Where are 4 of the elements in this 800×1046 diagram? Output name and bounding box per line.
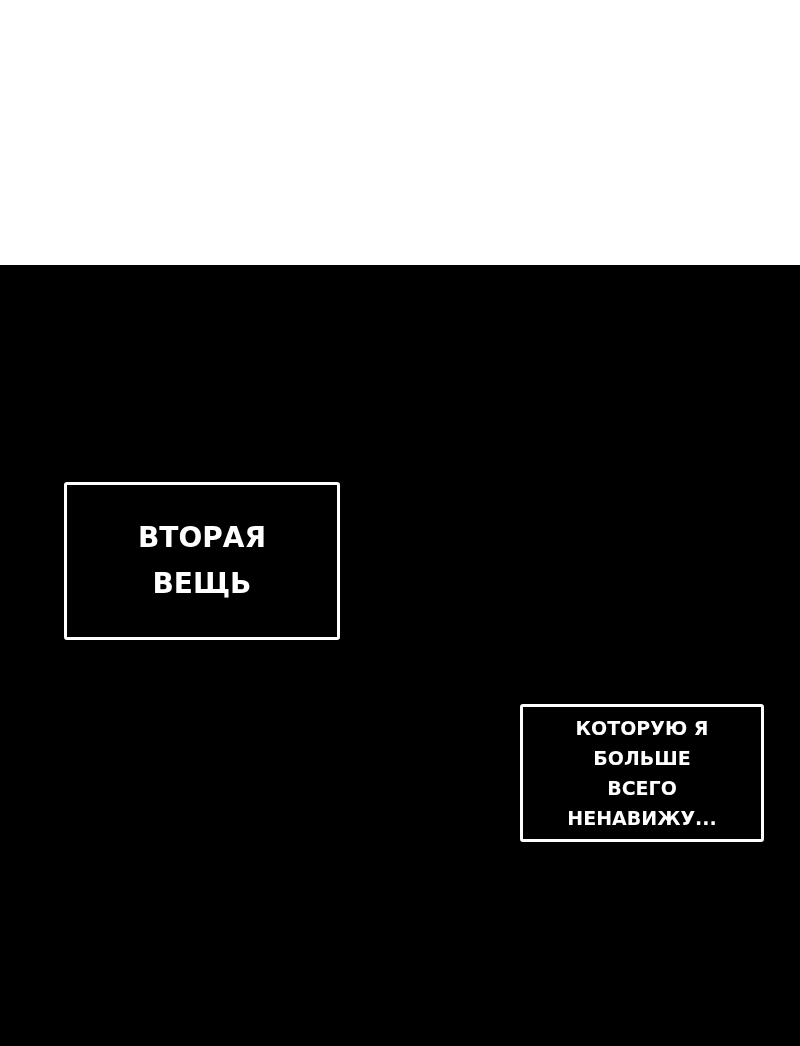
caption-box (64, 482, 340, 640)
caption-text: ВТОРАЯ ВЕЩЬ (137, 520, 267, 602)
caption-text: КОТОРУЮ Я БОЛЬШЕ ВСЕГО НЕНАВИЖУ... (566, 716, 718, 831)
caption-box (520, 704, 764, 842)
